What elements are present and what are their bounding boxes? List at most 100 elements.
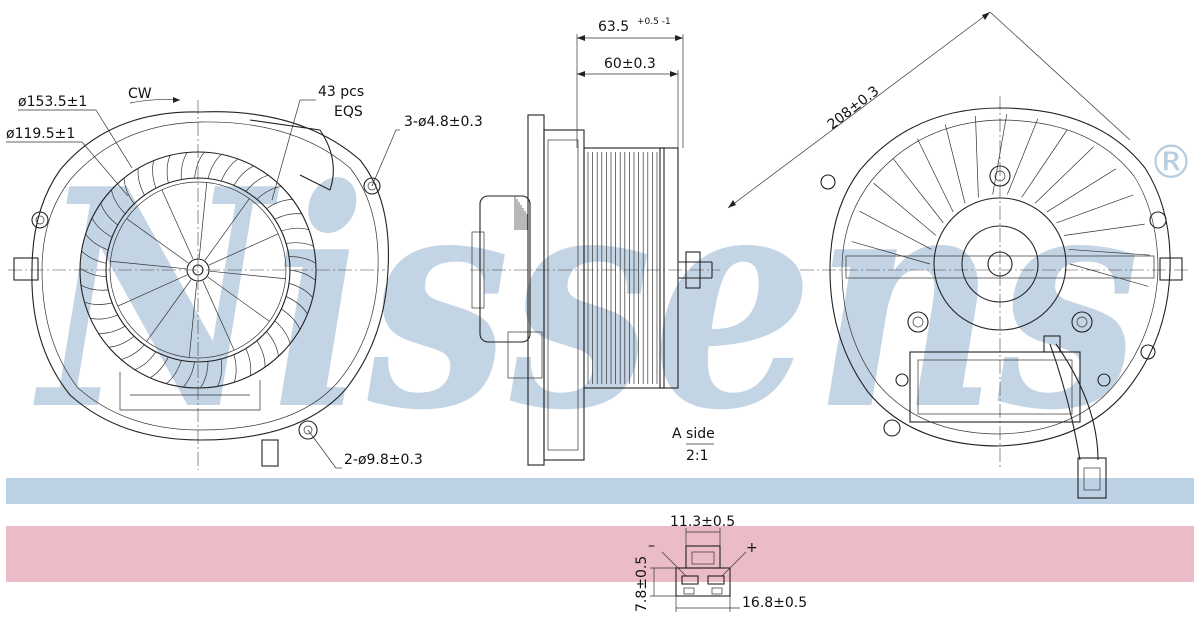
rear-vane xyxy=(1056,194,1134,224)
impeller-blade xyxy=(194,151,205,179)
impeller-blade xyxy=(220,158,239,182)
impeller-spoke xyxy=(207,276,270,322)
total-depth-label: 63.5 xyxy=(598,19,629,35)
impeller-blade xyxy=(80,284,109,291)
front-view xyxy=(8,97,389,470)
total-depth-tolerance: +0.5 -1 xyxy=(637,17,671,27)
impeller-blade xyxy=(266,331,279,357)
impeller-blade xyxy=(90,314,118,320)
watermark-logo: Nissens xyxy=(32,123,1140,476)
minus-terminal-label: – xyxy=(648,538,655,554)
motor-fins xyxy=(514,196,528,230)
impeller-blade xyxy=(281,308,301,330)
impeller-blade xyxy=(84,301,113,305)
impeller-blade xyxy=(266,199,293,209)
motor-depth-label: 60±0.3 xyxy=(604,56,656,72)
rear-vanes xyxy=(851,114,1150,287)
rotation-label: CW xyxy=(128,86,152,102)
impeller-blade xyxy=(281,227,310,232)
impeller-blade xyxy=(256,186,282,200)
connector-dimensions: 11.3±0.5 7.8±0.5 16.8±0.5 – + xyxy=(634,514,807,612)
impeller-blade xyxy=(152,160,157,189)
impeller-blade xyxy=(217,358,223,387)
view-scale: 2:1 xyxy=(686,448,709,464)
rear-vane xyxy=(1006,118,1039,195)
rear-vane xyxy=(859,210,932,250)
rear-vane xyxy=(1069,263,1149,287)
impeller-blade xyxy=(233,354,237,383)
impeller-spoke xyxy=(146,279,192,342)
impeller-blade xyxy=(245,348,252,376)
impeller-blade xyxy=(182,361,195,388)
impeller-blade xyxy=(256,340,266,368)
side-view-dimensions: 63.5 +0.5 -1 60±0.3 A side 2:1 xyxy=(598,17,715,464)
rear-vane xyxy=(944,124,966,204)
impeller-blade xyxy=(207,154,222,179)
impeller-blade xyxy=(108,335,135,348)
impeller-blade xyxy=(200,361,209,389)
impeller-blade xyxy=(285,296,308,315)
impeller-spokes xyxy=(110,182,286,358)
impeller-blade xyxy=(288,283,313,298)
inner-diameter-label: ø119.5±1 xyxy=(6,126,75,142)
rear-vane xyxy=(1063,223,1145,236)
impeller-spoke xyxy=(117,274,188,307)
impeller-blade xyxy=(134,351,157,370)
impeller-blade xyxy=(81,250,107,264)
impeller-blade xyxy=(79,267,107,278)
impeller-blade xyxy=(111,189,126,215)
impeller-blade xyxy=(166,360,182,384)
impeller-spoke xyxy=(198,182,208,259)
rear-vane xyxy=(1021,129,1068,198)
impeller-blade xyxy=(180,152,188,180)
impeller-spoke xyxy=(209,270,286,280)
rear-vane xyxy=(992,114,1008,195)
registered-mark: ® xyxy=(1148,135,1194,189)
impeller-spoke xyxy=(208,233,279,266)
blue-band xyxy=(6,478,1194,504)
impeller-blade xyxy=(289,269,316,281)
impeller-blade xyxy=(123,178,135,204)
pink-band xyxy=(6,526,1194,582)
rear-vane xyxy=(851,241,931,265)
impeller-spoke xyxy=(110,260,187,270)
impeller-spoke xyxy=(204,198,250,261)
outer-diameter-label: ø153.5±1 xyxy=(18,94,87,110)
large-holes-label: 2-ø9.8±0.3 xyxy=(344,452,423,468)
connector-detail xyxy=(650,528,747,612)
blade-type-label: EQS xyxy=(334,104,363,120)
impeller-spoke xyxy=(126,218,189,264)
impeller-blade xyxy=(245,174,269,192)
impeller-blade xyxy=(100,203,118,226)
connector-width-label: 11.3±0.5 xyxy=(670,514,735,530)
impeller-spoke xyxy=(161,189,194,260)
connector-pitch-label: 16.8±0.5 xyxy=(742,595,807,611)
rear-vane xyxy=(1068,249,1150,256)
impeller-blade xyxy=(286,242,314,247)
front-view-dimensions: ø153.5±1 ø119.5±1 CW 43 pcs EQS 3-ø4.8±0… xyxy=(6,84,483,469)
impeller-drum-slats xyxy=(587,152,658,384)
impeller-blade xyxy=(289,256,317,264)
rear-vane xyxy=(917,138,954,213)
impeller-blade xyxy=(137,168,145,196)
rear-vane xyxy=(1046,168,1117,213)
rear-vane xyxy=(892,158,944,224)
impeller-blade xyxy=(274,213,302,220)
rear-vane xyxy=(1034,146,1094,204)
impeller-spoke xyxy=(202,280,235,351)
impeller-blades xyxy=(79,151,317,389)
impeller-blade xyxy=(233,165,254,186)
impeller-blade xyxy=(85,233,109,251)
rear-vane xyxy=(873,182,937,236)
impeller-blade xyxy=(120,344,145,360)
impeller-blade xyxy=(98,325,126,334)
blade-count-label: 43 pcs xyxy=(318,84,364,100)
impeller-spoke xyxy=(188,281,198,358)
side-view xyxy=(470,34,720,466)
impeller-blade xyxy=(166,155,171,183)
impeller-blade xyxy=(274,320,291,344)
view-label: A side xyxy=(672,426,715,442)
plus-terminal-label: + xyxy=(746,540,758,556)
small-holes-label: 3-ø4.8±0.3 xyxy=(404,114,483,130)
